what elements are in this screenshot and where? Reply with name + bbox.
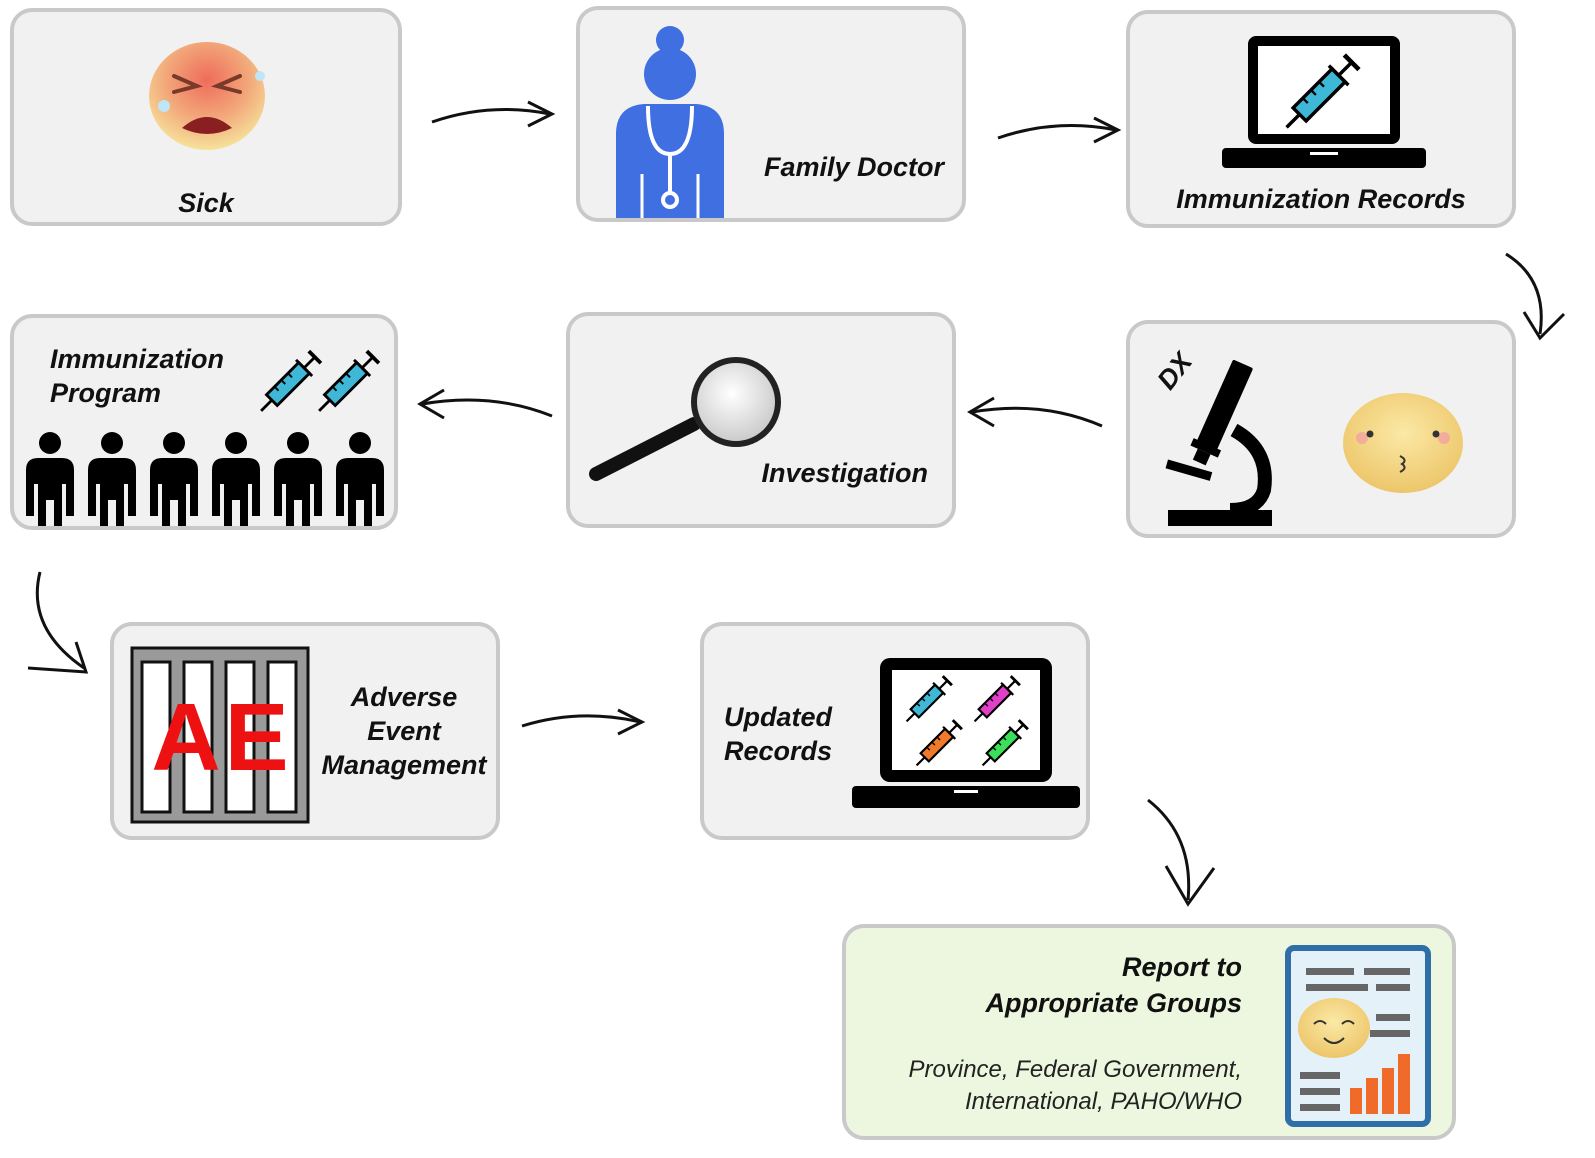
- calm-face-icon: [1340, 390, 1466, 496]
- arrow-left-icon: [417, 388, 553, 420]
- step-immunization-program: Immunization Program: [10, 314, 398, 530]
- crowd-icon: [20, 430, 394, 526]
- step-label: Management: [321, 750, 487, 780]
- step-sick: Sick: [10, 8, 402, 226]
- step-label: Event: [367, 716, 441, 746]
- step-label: Report to: [1122, 952, 1242, 982]
- step-family-doctor: Family Doctor: [576, 6, 966, 222]
- arrow-left-icon: [967, 396, 1103, 428]
- syringe-icon: [250, 338, 390, 418]
- arrow-down-icon: [1505, 252, 1566, 341]
- step-label: Immunization: [50, 344, 224, 374]
- report-document-icon: [1284, 944, 1432, 1128]
- step-label: Family Doctor: [763, 152, 944, 182]
- step-investigation: Investigation: [566, 312, 956, 528]
- microscope-icon: [1160, 360, 1280, 530]
- step-label: Appropriate Groups: [985, 988, 1242, 1018]
- arrow-right-icon: [431, 100, 556, 128]
- step-label: Investigation: [761, 458, 928, 488]
- report-recipients-line2: International, PAHO/WHO: [965, 1088, 1242, 1115]
- arrow-down-icon: [1147, 798, 1216, 907]
- step-label: Program: [50, 378, 162, 408]
- report-recipients-line1: Province, Federal Government,: [908, 1056, 1242, 1083]
- step-label: Adverse: [350, 682, 458, 712]
- step-label: Sick: [178, 188, 234, 218]
- arrow-right-icon: [997, 116, 1122, 144]
- step-updated-records: Updated Records: [700, 622, 1090, 840]
- laptop-multi-syringe-icon: [850, 654, 1082, 814]
- laptop-syringe-icon: [1218, 32, 1430, 172]
- ae-bars-icon: AE: [130, 646, 312, 826]
- ae-badge-text: AE: [151, 684, 293, 791]
- step-label: Immunization Records: [1176, 184, 1466, 214]
- arrow-down-icon: [27, 571, 89, 674]
- doctor-icon: [610, 24, 730, 218]
- step-label: Records: [724, 736, 833, 766]
- step-diagnosis: DX: [1126, 320, 1516, 538]
- step-immunization-records: Immunization Records: [1126, 10, 1516, 228]
- step-report: Report to Appropriate Groups Province, F…: [842, 924, 1456, 1140]
- magnifier-icon: [586, 356, 786, 486]
- step-label: Updated: [724, 702, 832, 732]
- arrow-right-icon: [521, 708, 646, 736]
- sick-face-icon: [142, 36, 272, 156]
- step-adverse-event: AE Adverse Event Management: [110, 622, 500, 840]
